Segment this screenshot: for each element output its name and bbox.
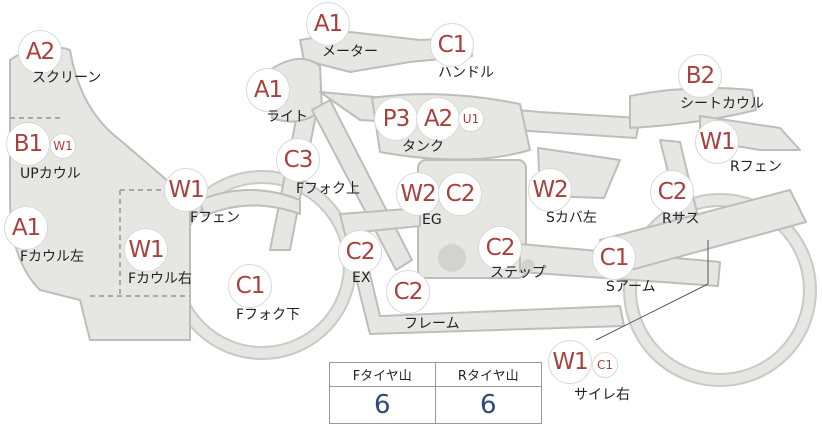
label-ffork-down: Fフォク下: [236, 307, 301, 323]
label-ex: EX: [352, 270, 371, 286]
rear-tire-header: Rタイヤ山: [435, 363, 541, 387]
step-peg: [521, 259, 535, 273]
label-scover-left: Sカバ左: [546, 210, 597, 226]
grade-silencer-right: W1: [548, 340, 592, 384]
label-fcowl-left: Fカウル左: [20, 249, 85, 265]
grade-step: C2: [478, 226, 522, 270]
grade-sarm: C1: [592, 236, 636, 280]
front-tire-value: 6: [330, 387, 436, 423]
rear-tire-value: 6: [479, 390, 497, 420]
subgrade-silencer-right: C1: [592, 352, 618, 378]
grade-ffork-down: C1: [228, 264, 272, 308]
leader-line-silencer: [595, 283, 709, 341]
grade-fcowl-right: W1: [124, 228, 168, 272]
label-light: ライト: [266, 109, 308, 125]
grade-upcowl: B1: [6, 122, 50, 166]
grade-ex: C2: [338, 230, 382, 274]
grade-frame: C2: [386, 270, 430, 314]
label-sarm: Sアーム: [606, 279, 656, 295]
label-meter: メーター: [322, 44, 378, 60]
label-ffender: Fフェン: [190, 210, 241, 226]
subgrade-upcowl: W1: [50, 133, 76, 159]
seat-cowl: [629, 87, 757, 129]
label-rfender: Rフェン: [730, 159, 782, 175]
label-silencer-right: サイレ右: [574, 387, 630, 403]
grade-tank-1: P3: [374, 97, 418, 141]
grade-handle: C1: [430, 23, 474, 67]
label-seatcowl: シートカウル: [680, 96, 764, 112]
tire-tread-table: Fタイヤ山 Rタイヤ山 6 6: [329, 362, 542, 424]
front-fender: [199, 189, 301, 217]
label-screen: スクリーン: [32, 70, 102, 86]
grade-light: A1: [246, 68, 290, 112]
grade-meter: A1: [306, 2, 350, 46]
subgrade-tank: U1: [458, 106, 484, 132]
label-ffork-up: Fフォク上: [296, 181, 361, 197]
grade-ffork-up: C3: [276, 138, 320, 182]
label-upcowl: UPカウル: [20, 166, 81, 182]
grade-ffender: W1: [164, 168, 208, 212]
grade-scover-left: W2: [528, 168, 572, 212]
label-rsus: Rサス: [662, 211, 700, 227]
label-fcowl-right: Fカウル右: [128, 271, 193, 287]
grade-seatcowl: B2: [678, 54, 722, 98]
grade-eg-2: C2: [438, 172, 482, 216]
label-step: ステップ: [490, 265, 546, 281]
grade-eg-1: W2: [396, 172, 440, 216]
label-handle: ハンドル: [438, 65, 494, 81]
label-tank: タンク: [402, 139, 444, 155]
handle-bar: [299, 31, 473, 73]
engine-cover: [438, 244, 466, 272]
label-eg: EG: [422, 212, 442, 228]
front-tire-header: Fタイヤ山: [330, 363, 436, 387]
grade-rfender: W1: [695, 120, 739, 164]
grade-rsus: C2: [650, 170, 694, 214]
label-frame: フレーム: [404, 316, 460, 332]
grade-tank-2: A2: [416, 97, 460, 141]
grade-screen: A2: [18, 30, 62, 74]
grade-fcowl-left: A1: [4, 206, 48, 250]
